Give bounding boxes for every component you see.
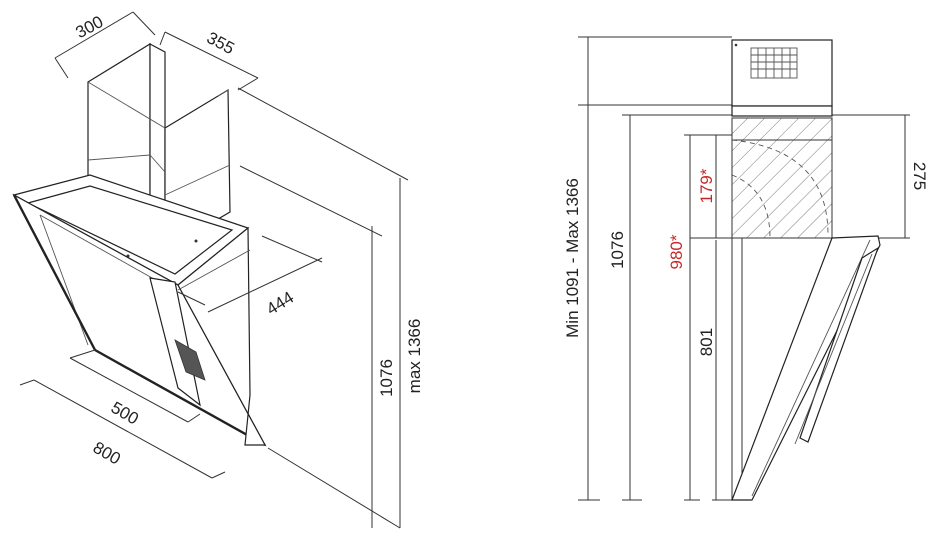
- label-980: 980*: [667, 234, 686, 269]
- dim-iso-height: 1076 max 1366: [237, 87, 424, 529]
- dim-side-179: 179*: [697, 135, 717, 238]
- dim-355: 355: [159, 28, 259, 91]
- label-179: 179*: [697, 168, 716, 203]
- label-300: 300: [72, 12, 106, 42]
- dim-side-total: Min 1091 - Max 1366: [563, 37, 589, 500]
- label-total-range: Min 1091 - Max 1366: [563, 178, 582, 338]
- isometric-view: 300 355 444 500 800: [12, 11, 424, 529]
- label-side-1076: 1076: [608, 231, 627, 269]
- label-iso-1076: 1076: [377, 359, 396, 397]
- dim-side-801: 801: [697, 240, 717, 500]
- label-801: 801: [697, 328, 716, 356]
- side-view: Min 1091 - Max 1366 1076 980* 179* 801 2…: [563, 36, 929, 501]
- hood-side-body: [731, 118, 881, 501]
- dim-side-980: 980*: [667, 135, 691, 500]
- dim-side-1076: 1076: [608, 115, 631, 500]
- label-275: 275: [910, 162, 929, 190]
- chimney-upper: [731, 39, 833, 107]
- label-800: 800: [90, 438, 124, 469]
- label-444: 444: [263, 288, 297, 319]
- hatched-zone: [731, 117, 833, 239]
- dim-side-275: 275: [904, 115, 929, 238]
- side-panel: [149, 226, 267, 446]
- label-iso-max-1366: max 1366: [405, 319, 424, 394]
- chimney-lower: [731, 105, 833, 117]
